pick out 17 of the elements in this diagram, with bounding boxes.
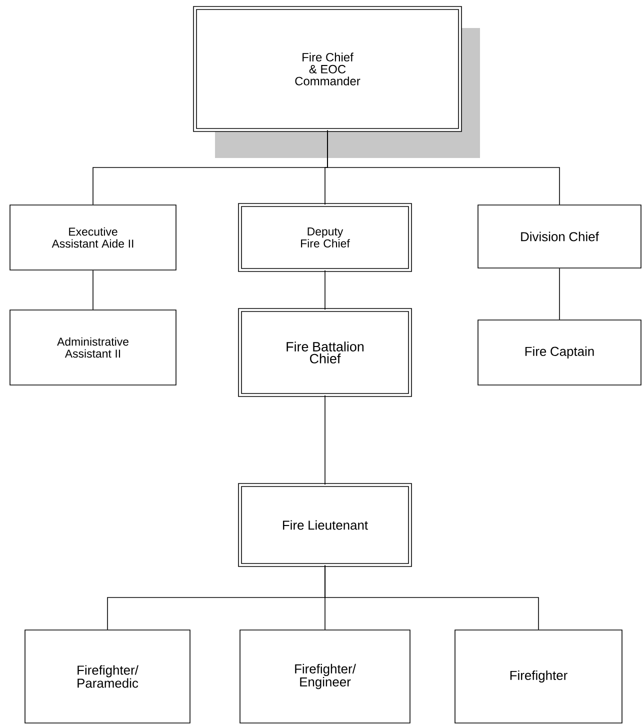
org-box: Fire Battalion Chief bbox=[238, 308, 412, 397]
org-box: Administrative Assistant II bbox=[10, 310, 176, 386]
org-box: Division Chief bbox=[478, 204, 642, 268]
org-box: Firefighter bbox=[454, 630, 622, 724]
connector-line bbox=[324, 270, 326, 310]
org-box: Fire Chief & EOC Commander bbox=[193, 6, 462, 132]
org-box: Firefighter/ Engineer bbox=[240, 630, 410, 724]
org-box: Fire Captain bbox=[478, 320, 642, 386]
connector-line bbox=[327, 130, 560, 205]
connector-line bbox=[92, 270, 94, 310]
connector-line bbox=[324, 395, 326, 485]
org-box: Deputy Fire Chief bbox=[238, 203, 412, 272]
connector-line bbox=[559, 268, 560, 320]
connector-line bbox=[324, 565, 539, 630]
org-box: Executive Assistant Aide II bbox=[10, 204, 176, 270]
org-box: Firefighter/ Paramedic bbox=[24, 630, 190, 724]
org-box: Fire Lieutenant bbox=[238, 483, 412, 567]
